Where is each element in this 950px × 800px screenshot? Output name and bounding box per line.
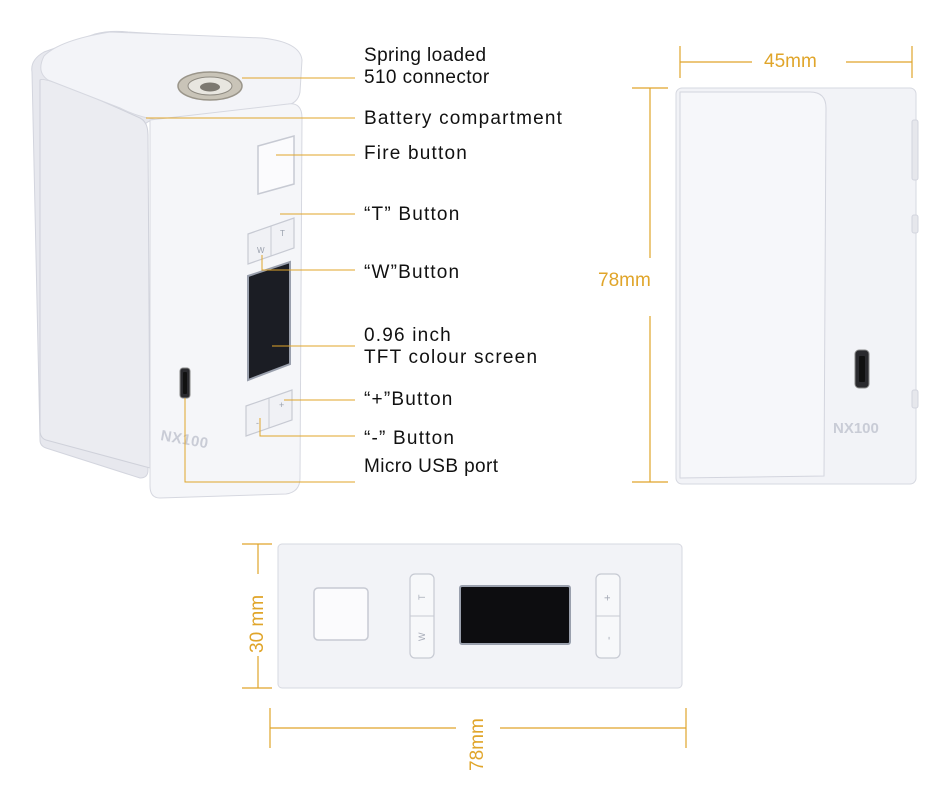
- fire-button-shape: [257, 135, 295, 195]
- t-button-label: “T” Button: [364, 204, 461, 225]
- minus-key-glyph: -: [256, 418, 259, 428]
- svg-text:-: -: [603, 636, 615, 640]
- callout-lines: [146, 77, 355, 483]
- fire-button-label: Fire button: [364, 143, 469, 164]
- connector-label-line2: 510 connector: [364, 67, 490, 88]
- height-dimension-label: 78mm: [598, 270, 651, 291]
- svg-text:W: W: [417, 632, 427, 641]
- w-button-label: “W”Button: [364, 262, 461, 283]
- front-screen: [459, 585, 571, 645]
- length-dimension-label: 78mm: [467, 718, 488, 771]
- device-top-face: [40, 31, 303, 121]
- brand-logo-right: NX100: [833, 420, 879, 437]
- plus-key-glyph: +: [279, 400, 284, 410]
- svg-text:T: T: [417, 594, 427, 600]
- bottom-dimension-lines: [242, 543, 687, 748]
- connector-label-line1: Spring loaded: [364, 45, 487, 66]
- screen-shape: [247, 260, 291, 382]
- screen-label-line2: TFT colour screen: [364, 347, 539, 368]
- micro-usb-label: Micro USB port: [364, 456, 499, 477]
- side-battery-door: [679, 91, 827, 479]
- screen-label-line1: 0.96 inch: [364, 325, 452, 346]
- svg-text:+: +: [602, 595, 614, 601]
- width-dimension-label: 45mm: [764, 51, 817, 72]
- w-key-glyph: W: [257, 246, 265, 255]
- battery-door: [39, 78, 151, 469]
- minus-button-label: “-” Button: [364, 428, 456, 449]
- battery-compartment-label: Battery compartment: [364, 108, 564, 129]
- t-key-glyph: T: [280, 229, 285, 238]
- width-dimension-lines: [632, 46, 913, 483]
- depth-dimension-label: 30 mm: [247, 594, 268, 653]
- front-fire-button: [313, 587, 369, 641]
- plus-button-label: “+”Button: [364, 389, 454, 410]
